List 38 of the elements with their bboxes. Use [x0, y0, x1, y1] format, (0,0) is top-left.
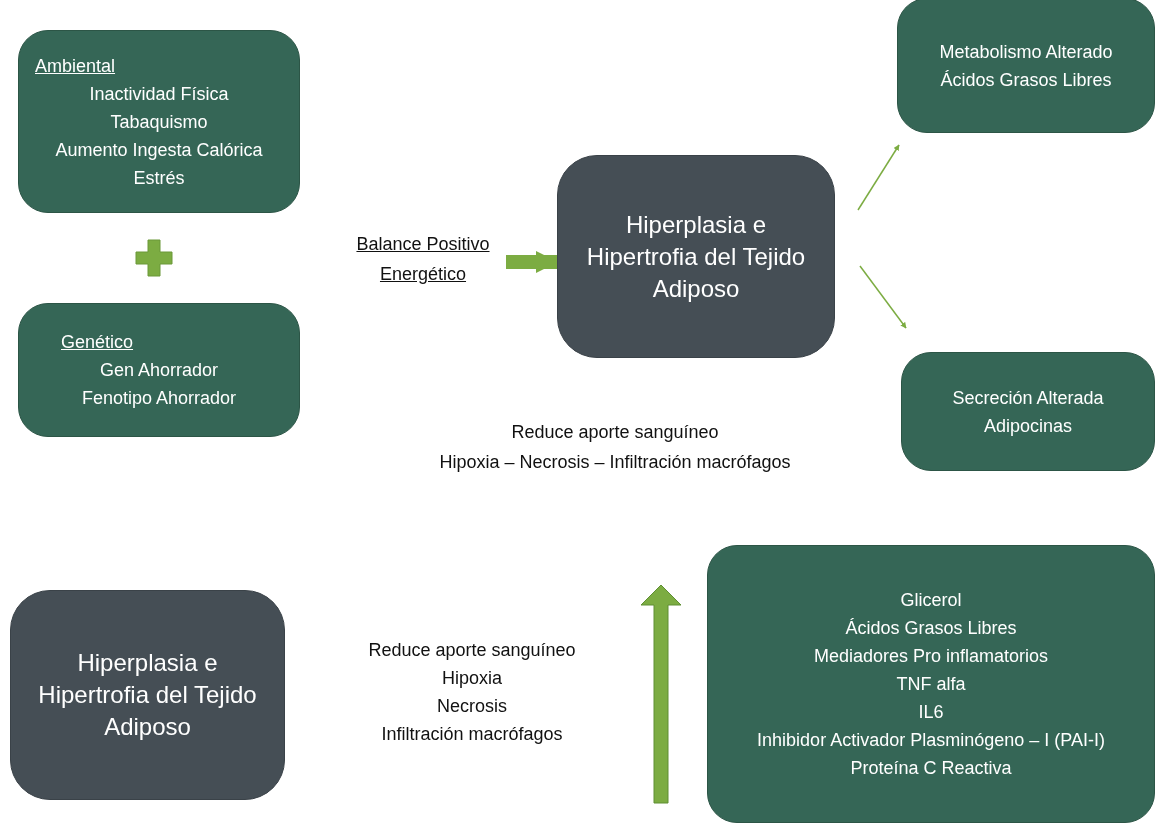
note-text: Reduce aporte sanguíneo	[368, 639, 576, 662]
text: Gen Ahorrador	[99, 359, 219, 382]
text: Inactividad Física	[89, 82, 229, 106]
text: IL6	[918, 701, 944, 724]
block-arrow	[506, 250, 559, 274]
text: Estrés	[133, 166, 185, 190]
arrow	[857, 144, 900, 211]
result-box	[707, 545, 1155, 823]
text: Balance Positivo Energético	[355, 233, 491, 286]
note-text: Necrosis	[437, 695, 507, 718]
result-box	[901, 352, 1155, 471]
text: TNF alfa	[896, 673, 966, 696]
result-box	[897, 0, 1155, 133]
arrow	[859, 265, 907, 329]
text: Ácidos Grasos Libres	[940, 68, 1112, 92]
process-box	[557, 155, 835, 358]
heading: Genético	[61, 331, 134, 354]
text: Ácidos Grasos Libres	[845, 617, 1017, 640]
text: Hiperplasia e Hipertrofia del Tejido Adiposo	[37, 648, 258, 742]
text: Metabolismo Alterado	[939, 40, 1113, 64]
note-text: Infiltración macrófagos	[381, 723, 563, 746]
text: Aumento Ingesta Calórica	[55, 138, 263, 162]
text: Tabaquismo	[110, 110, 208, 134]
heading: Ambiental	[35, 54, 116, 78]
factor-box	[18, 30, 300, 213]
text: Adipocinas	[983, 414, 1073, 438]
text: Mediadores Pro inflamatorios	[813, 645, 1049, 668]
text: Fenotipo Ahorrador	[81, 387, 237, 410]
note-text: Reduce aporte sanguíneo	[511, 421, 719, 444]
note-text: Hipoxia	[442, 667, 502, 690]
note-text: Hipoxia – Necrosis – Infiltración macrófagos	[439, 451, 791, 474]
text: Secreción Alterada	[952, 386, 1104, 410]
process-box	[10, 590, 285, 800]
text: Hiperplasia e Hipertrofia del Tejido Adiposo	[586, 209, 806, 304]
text: Glicerol	[900, 589, 962, 612]
text: Proteína C Reactiva	[850, 757, 1012, 780]
text: Inhibidor Activador Plasminógeno – I (PAI-I)	[757, 729, 1105, 752]
factor-box	[18, 303, 300, 437]
